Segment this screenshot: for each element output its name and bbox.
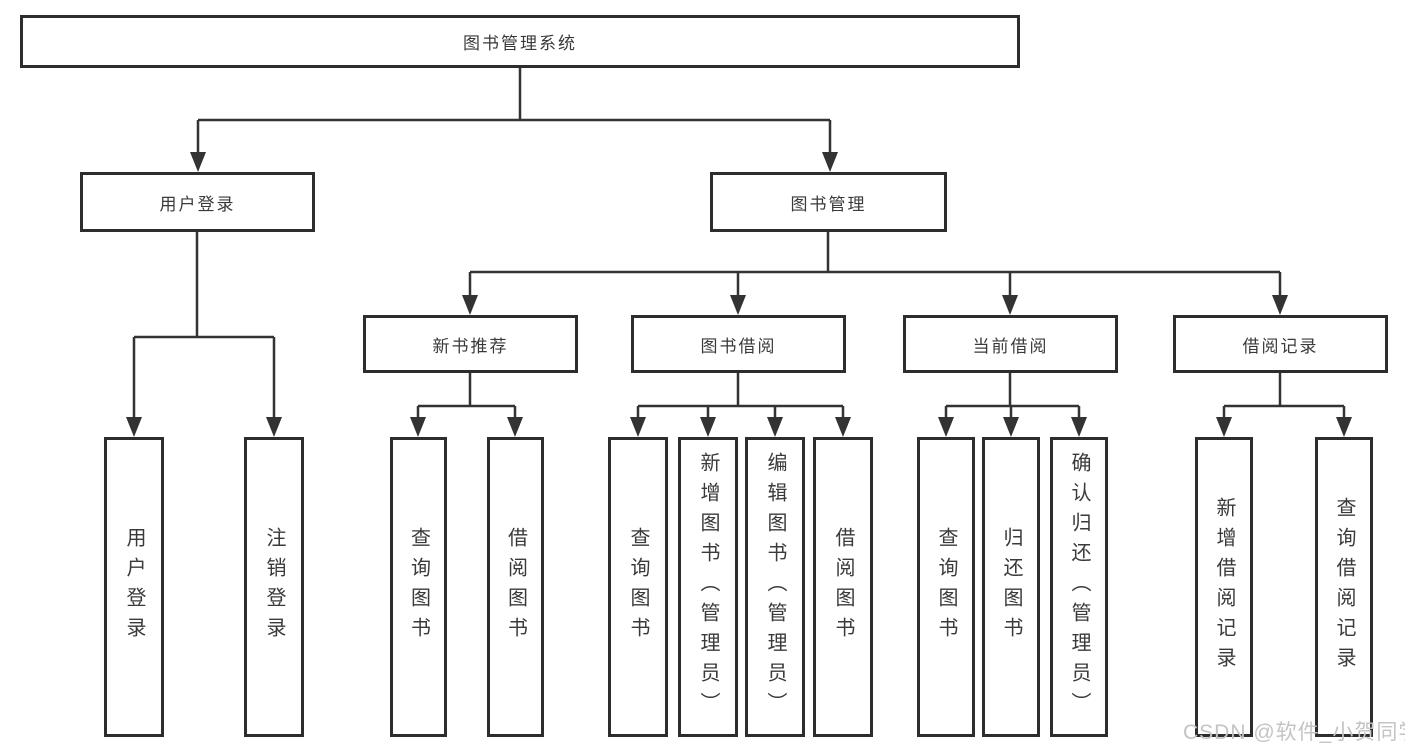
node-user-login: 用户登录 bbox=[80, 172, 315, 232]
leaf-label: 确认归还（管理员） bbox=[1068, 452, 1090, 722]
leaf-query-books-recommend: 查询图书 bbox=[390, 437, 447, 737]
node-label: 借阅记录 bbox=[1242, 336, 1319, 356]
leaf-logout: 注销登录 bbox=[244, 437, 304, 737]
node-library-management-system: 图书管理系统 bbox=[20, 15, 1020, 68]
node-label: 当前借阅 bbox=[972, 336, 1049, 356]
leaf-edit-book-admin: 编辑图书（管理员） bbox=[745, 437, 805, 737]
leaf-label: 查询图书 bbox=[407, 527, 430, 647]
leaf-user-login: 用户登录 bbox=[104, 437, 164, 737]
csdn-watermark: CSDN @软件_小贺同学 bbox=[1183, 721, 1405, 744]
leaf-label: 新增借阅记录 bbox=[1213, 497, 1235, 677]
node-current-borrow: 当前借阅 bbox=[903, 315, 1118, 373]
node-new-book-recommend: 新书推荐 bbox=[363, 315, 578, 373]
node-label: 图书管理系统 bbox=[463, 34, 577, 53]
leaf-borrow-books-recommend: 借阅图书 bbox=[487, 437, 544, 737]
leaf-add-book-admin: 新增图书（管理员） bbox=[678, 437, 738, 737]
leaf-return-books: 归还图书 bbox=[982, 437, 1040, 737]
node-label: 新书推荐 bbox=[432, 336, 509, 356]
leaf-label: 查询图书 bbox=[627, 527, 649, 647]
leaf-label: 编辑图书（管理员） bbox=[764, 452, 786, 722]
leaf-label: 借阅图书 bbox=[832, 527, 854, 647]
leaf-label: 查询图书 bbox=[935, 527, 957, 647]
leaf-confirm-return-admin: 确认归还（管理员） bbox=[1050, 437, 1108, 737]
leaf-label: 查询借阅记录 bbox=[1333, 497, 1355, 677]
leaf-label: 归还图书 bbox=[1000, 527, 1022, 647]
node-book-borrow: 图书借阅 bbox=[631, 315, 846, 373]
leaf-query-books-borrow: 查询图书 bbox=[608, 437, 668, 737]
leaf-label: 用户登录 bbox=[123, 527, 145, 647]
leaf-label: 借阅图书 bbox=[504, 527, 527, 647]
node-borrow-records: 借阅记录 bbox=[1173, 315, 1388, 373]
leaf-borrow-books: 借阅图书 bbox=[813, 437, 873, 737]
node-label: 用户登录 bbox=[159, 194, 236, 214]
leaf-query-borrow-record: 查询借阅记录 bbox=[1315, 437, 1373, 737]
leaf-query-books-current: 查询图书 bbox=[917, 437, 975, 737]
node-label: 图书借阅 bbox=[700, 336, 777, 356]
node-label: 图书管理 bbox=[790, 194, 867, 214]
leaf-add-borrow-record: 新增借阅记录 bbox=[1195, 437, 1253, 737]
leaf-label: 新增图书（管理员） bbox=[697, 452, 719, 722]
leaf-label: 注销登录 bbox=[263, 527, 285, 647]
node-book-management: 图书管理 bbox=[710, 172, 947, 232]
